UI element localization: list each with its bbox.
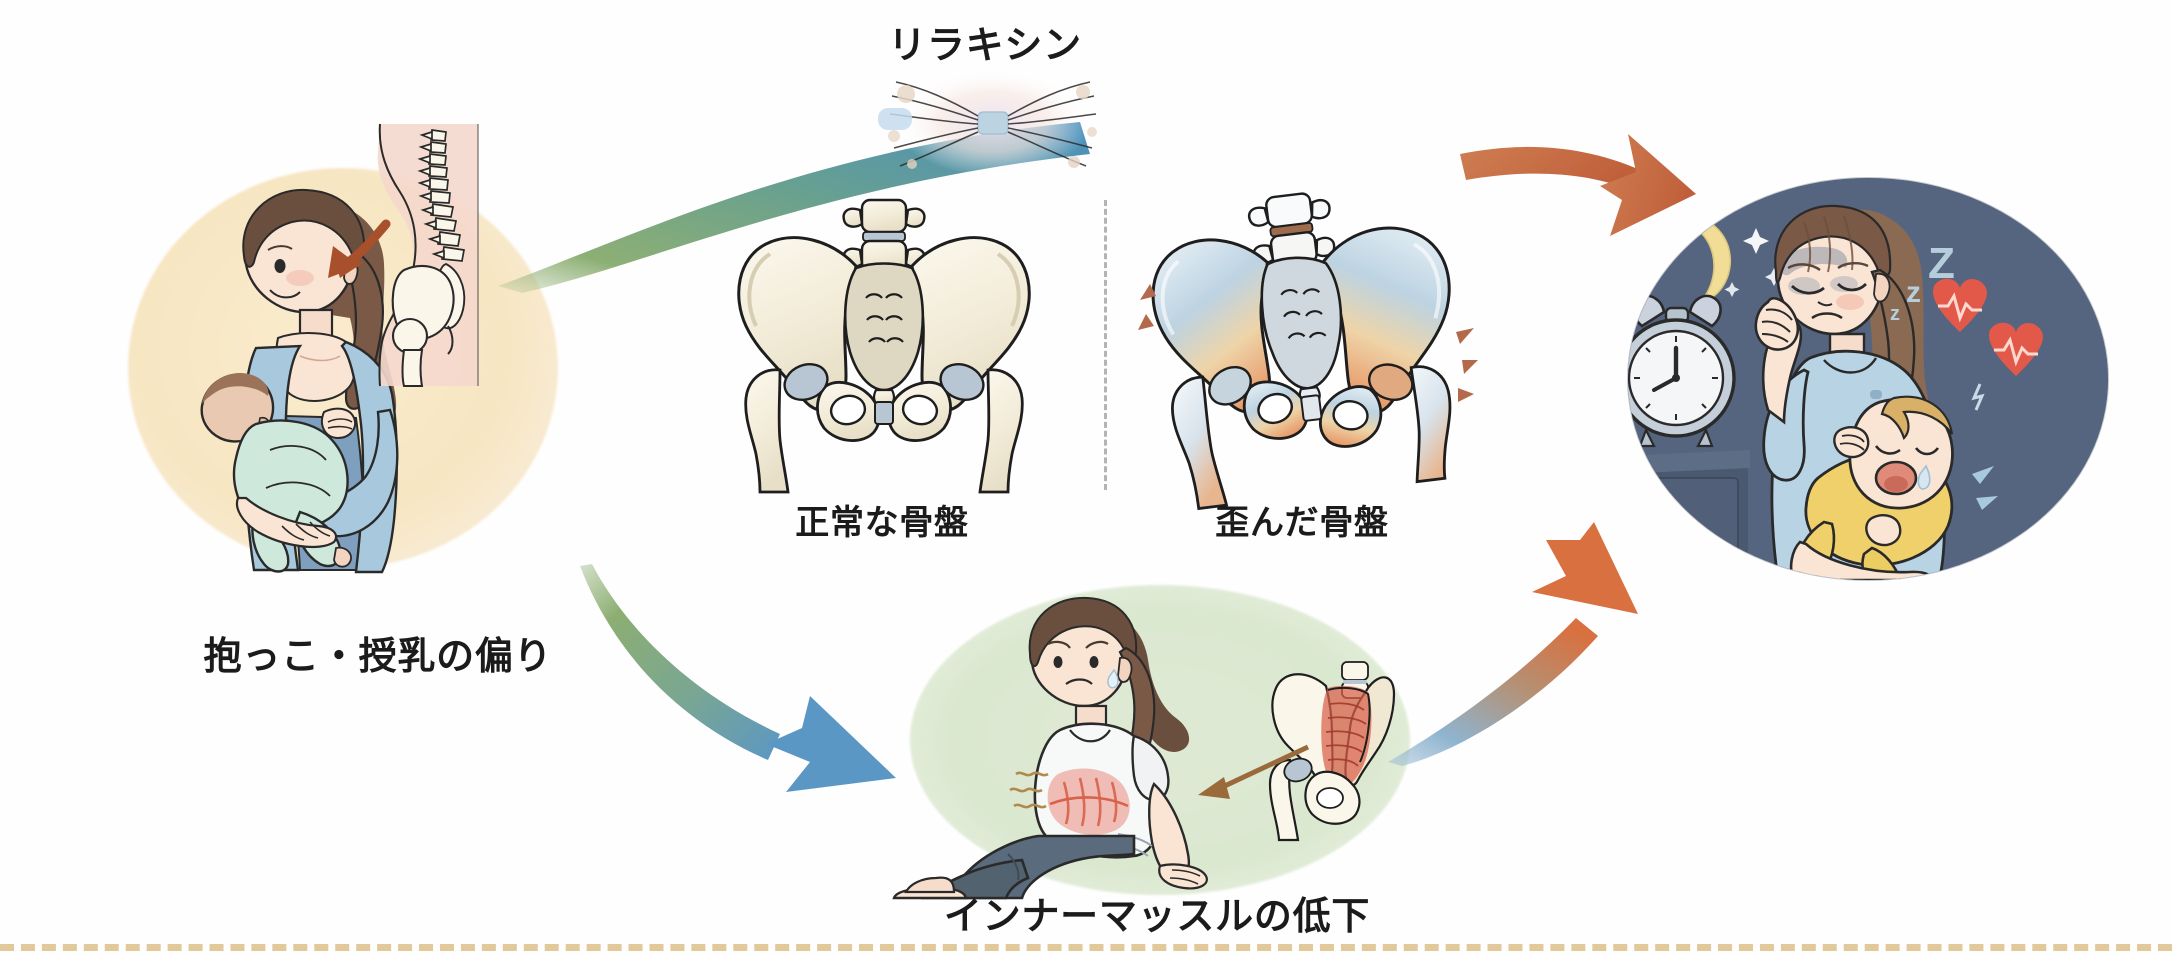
abdominal-pain-highlight <box>1047 768 1130 835</box>
pain-mark-right <box>1456 328 1478 402</box>
pelvis-comparison-divider <box>1104 200 1107 490</box>
star-icon <box>1765 268 1783 286</box>
relaxin-label: リラキシン <box>888 25 1082 67</box>
spine-pelvis-side-view <box>377 123 479 387</box>
bottom-panel-pointer-arrow <box>1198 744 1310 799</box>
pelvic-floor-muscle-diagram <box>1268 661 1396 842</box>
pain-mark-left <box>1138 284 1156 330</box>
skewed-pelvis-caption: 歪んだ骨盤 <box>1215 504 1389 542</box>
left-panel-caption: 抱っこ・授乳の偏り <box>203 636 553 678</box>
normal-pelvis-caption: 正常な骨盤 <box>795 504 969 542</box>
bottom-dashed-border <box>0 944 2172 951</box>
arrow-bottom-right <box>1388 522 1638 766</box>
cry-sound-marks <box>1972 466 1998 510</box>
normal-pelvis-diagram <box>737 198 1031 494</box>
relaxin-ligament-icon <box>878 68 1097 176</box>
skewed-pelvis-diagram <box>1138 192 1478 511</box>
mother-breastfeeding-illustration <box>200 188 399 574</box>
left-panel-pointer-arrow <box>328 219 391 278</box>
pain-squiggle <box>1009 771 1049 809</box>
bottom-panel-caption: インナーマッスルの低下 <box>943 896 1371 938</box>
seated-woman-illustration <box>892 596 1208 900</box>
arrow-bottom-left <box>580 564 896 792</box>
svg-text:z: z <box>1890 303 1900 325</box>
star-icon <box>1743 228 1769 254</box>
alarm-clock-icon <box>1628 294 1736 448</box>
star-icon <box>1724 282 1740 297</box>
tired-mother-night-panel-content: Z z z <box>1628 178 2108 580</box>
svg-text:z: z <box>1906 276 1921 309</box>
heartbeat-icon <box>1933 278 2043 376</box>
arrow-top-right <box>1460 134 1696 236</box>
